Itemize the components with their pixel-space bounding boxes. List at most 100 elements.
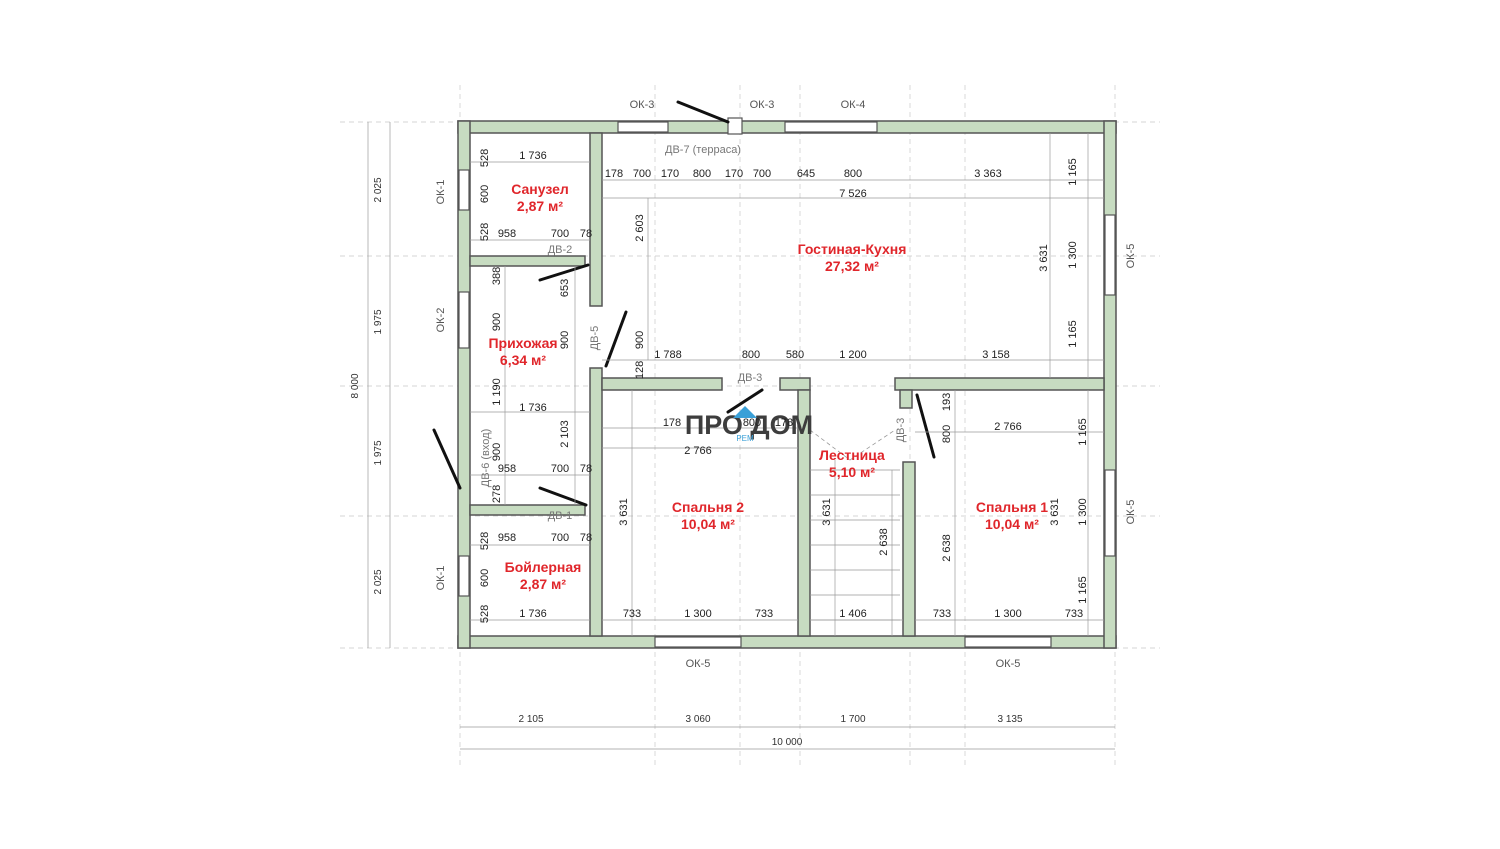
dim-text: 1 736 bbox=[519, 608, 547, 620]
dim-text: 3 631 bbox=[1038, 244, 1050, 272]
dim-bottom-3: 1 700 bbox=[840, 714, 865, 725]
dim-text: 900 bbox=[559, 331, 571, 349]
dim-text: 733 bbox=[623, 608, 641, 620]
dim-text: 733 bbox=[1065, 608, 1083, 620]
dim-text: 2 766 bbox=[684, 445, 712, 457]
dim-text: 193 bbox=[941, 393, 953, 411]
dim-text: 78 bbox=[580, 463, 592, 475]
external-dimension-texts: 2 025 1 975 1 975 2 025 8 000 2 105 3 06… bbox=[350, 177, 1023, 748]
dim-bottom-total: 10 000 bbox=[772, 737, 803, 748]
label-ok3-a: ОК-3 bbox=[630, 99, 655, 111]
room-area-boilernaya: 2,87 м² bbox=[520, 576, 566, 592]
label-ok5-right-bottom: ОК-5 bbox=[1125, 500, 1137, 525]
dim-text: 178 bbox=[663, 417, 681, 429]
dim-text: 800 bbox=[941, 425, 953, 443]
dim-text: 278 bbox=[491, 485, 503, 503]
dim-text: 128 bbox=[634, 361, 646, 379]
dim-text: 1 300 bbox=[1067, 241, 1079, 269]
dim-text: 528 bbox=[479, 532, 491, 550]
interior-dimension-texts: 528 1 736 600 528 958 700 78 178 700 170… bbox=[479, 149, 1089, 623]
door-labels: ДВ-7 (терраса) ДВ-2 ДВ-5 ДВ-3 ДВ-3 ДВ-6 … bbox=[480, 144, 907, 522]
dim-text: 800 bbox=[844, 168, 862, 180]
room-name-boilernaya: Бойлерная bbox=[505, 559, 582, 575]
dim-text: 7 526 bbox=[839, 188, 867, 200]
label-dv7: ДВ-7 (терраса) bbox=[665, 144, 741, 156]
dim-text: 580 bbox=[786, 349, 804, 361]
label-ok2: ОК-2 bbox=[435, 308, 447, 333]
dim-text: 1 406 bbox=[839, 608, 867, 620]
dim-text: 2 103 bbox=[559, 420, 571, 448]
label-dv2: ДВ-2 bbox=[548, 244, 573, 256]
room-area-spalnya1: 10,04 м² bbox=[985, 516, 1039, 532]
opening-labels: ОК-3 ОК-3 ОК-4 ОК-1 ОК-2 ОК-1 ОК-5 ОК-5 … bbox=[435, 99, 1137, 670]
dim-text: 2 638 bbox=[941, 534, 953, 562]
dim-text: 1 165 bbox=[1077, 418, 1089, 446]
dim-text: 78 bbox=[580, 228, 592, 240]
dim-text: 600 bbox=[479, 185, 491, 203]
room-name-gostinaya: Гостиная-Кухня bbox=[798, 241, 907, 257]
room-name-spalnya2: Спальня 2 bbox=[672, 499, 744, 515]
dim-text: 170 bbox=[661, 168, 679, 180]
dim-left-3: 1 975 bbox=[373, 440, 384, 465]
dim-text: 3 631 bbox=[1049, 498, 1061, 526]
dim-text: 178 bbox=[605, 168, 623, 180]
dim-text: 900 bbox=[634, 331, 646, 349]
dim-text: 645 bbox=[797, 168, 815, 180]
dim-text: 1 300 bbox=[1077, 498, 1089, 526]
room-name-prihozhaya: Прихожая bbox=[488, 335, 557, 351]
label-dv1: ДВ-1 bbox=[548, 510, 573, 522]
dim-text: 528 bbox=[479, 149, 491, 167]
dim-text: 1 190 bbox=[491, 378, 503, 406]
dim-text: 1 165 bbox=[1077, 576, 1089, 604]
room-area-prihozhaya: 6,34 м² bbox=[500, 352, 546, 368]
dim-text: 1 736 bbox=[519, 402, 547, 414]
dim-left-1: 2 025 bbox=[373, 177, 384, 202]
label-ok1-bottom: ОК-1 bbox=[435, 566, 447, 591]
dim-left-total: 8 000 bbox=[350, 373, 361, 398]
dim-bottom-4: 3 135 bbox=[997, 714, 1022, 725]
dim-text: 733 bbox=[933, 608, 951, 620]
label-dv5: ДВ-5 bbox=[589, 326, 601, 351]
label-ok5-right-top: ОК-5 bbox=[1125, 244, 1137, 269]
dim-text: 178 bbox=[775, 417, 793, 429]
house-icon bbox=[733, 406, 757, 418]
dim-bottom-1: 2 105 bbox=[518, 714, 543, 725]
dim-text: 2 766 bbox=[994, 421, 1022, 433]
room-name-lestnica: Лестница bbox=[819, 447, 885, 463]
dim-text: 1 736 bbox=[519, 150, 547, 162]
dim-text: 653 bbox=[559, 279, 571, 297]
label-dv3-b: ДВ-3 bbox=[895, 418, 907, 443]
dim-text: 958 bbox=[498, 228, 516, 240]
windows bbox=[458, 117, 1116, 648]
dim-text: 700 bbox=[551, 532, 569, 544]
dim-text: 800 bbox=[693, 168, 711, 180]
watermark-sub: РЕМ bbox=[736, 434, 754, 443]
dim-text: 3 363 bbox=[974, 168, 1002, 180]
dim-text: 958 bbox=[498, 463, 516, 475]
label-ok3-b: ОК-3 bbox=[750, 99, 775, 111]
room-area-spalnya2: 10,04 м² bbox=[681, 516, 735, 532]
dim-text: 1 300 bbox=[684, 608, 712, 620]
dim-text: 1 200 bbox=[839, 349, 867, 361]
dim-text: 800 bbox=[743, 417, 761, 429]
dim-text: 958 bbox=[498, 532, 516, 544]
label-ok5-bottom-right: ОК-5 bbox=[996, 658, 1021, 670]
interior-dimension-lines bbox=[470, 133, 1104, 636]
dim-text: 1 300 bbox=[994, 608, 1022, 620]
dim-text: 528 bbox=[479, 223, 491, 241]
dim-left-2: 1 975 bbox=[373, 309, 384, 334]
dim-text: 388 bbox=[491, 267, 503, 285]
dim-bottom-2: 3 060 bbox=[685, 714, 710, 725]
label-ok1-top: ОК-1 bbox=[435, 180, 447, 205]
label-ok5-bottom-left: ОК-5 bbox=[686, 658, 711, 670]
label-ok4: ОК-4 bbox=[841, 99, 866, 111]
dim-text: 700 bbox=[551, 463, 569, 475]
dim-text: 3 158 bbox=[982, 349, 1010, 361]
external-dimension-lines bbox=[367, 122, 1115, 750]
dim-text: 528 bbox=[479, 605, 491, 623]
room-area-lestnica: 5,10 м² bbox=[829, 464, 875, 480]
room-area-sanuzel: 2,87 м² bbox=[517, 198, 563, 214]
label-dv3-a: ДВ-3 bbox=[738, 372, 763, 384]
dim-text: 2 603 bbox=[634, 214, 646, 242]
